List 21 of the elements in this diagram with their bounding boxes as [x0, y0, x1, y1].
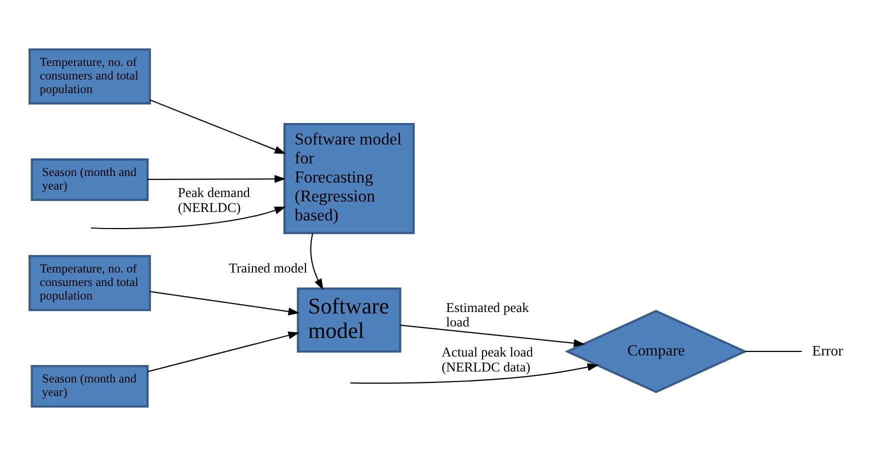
node-box: Temperature, no. of consumers and total population: [28, 48, 151, 104]
connector: [745, 350, 802, 352]
edge-label: Actual peak load (NERLDC data): [442, 344, 533, 374]
arrow: [350, 362, 599, 384]
arrow: [90, 206, 286, 229]
arrow: [310, 232, 324, 290]
arrow: [150, 98, 286, 154]
arrow: [400, 324, 586, 347]
edge-label: Peak demand (NERLDC): [178, 184, 250, 214]
node-box: Software model for Forecasting (Regression based): [283, 122, 415, 234]
node-box: Software model: [296, 287, 402, 352]
node-text: Error: [812, 342, 843, 359]
node-box: Season (month and year): [30, 364, 149, 408]
arrow: [148, 174, 286, 182]
arrow: [150, 290, 300, 315]
node-box: Season (month and year): [30, 158, 149, 201]
node-box: Temperature, no. of consumers and total population: [28, 254, 151, 311]
edge-label: Estimated peak load: [446, 299, 529, 329]
node-diamond: Compare: [564, 309, 748, 393]
arrow: [147, 331, 300, 372]
edge-label: Trained model: [228, 260, 308, 276]
